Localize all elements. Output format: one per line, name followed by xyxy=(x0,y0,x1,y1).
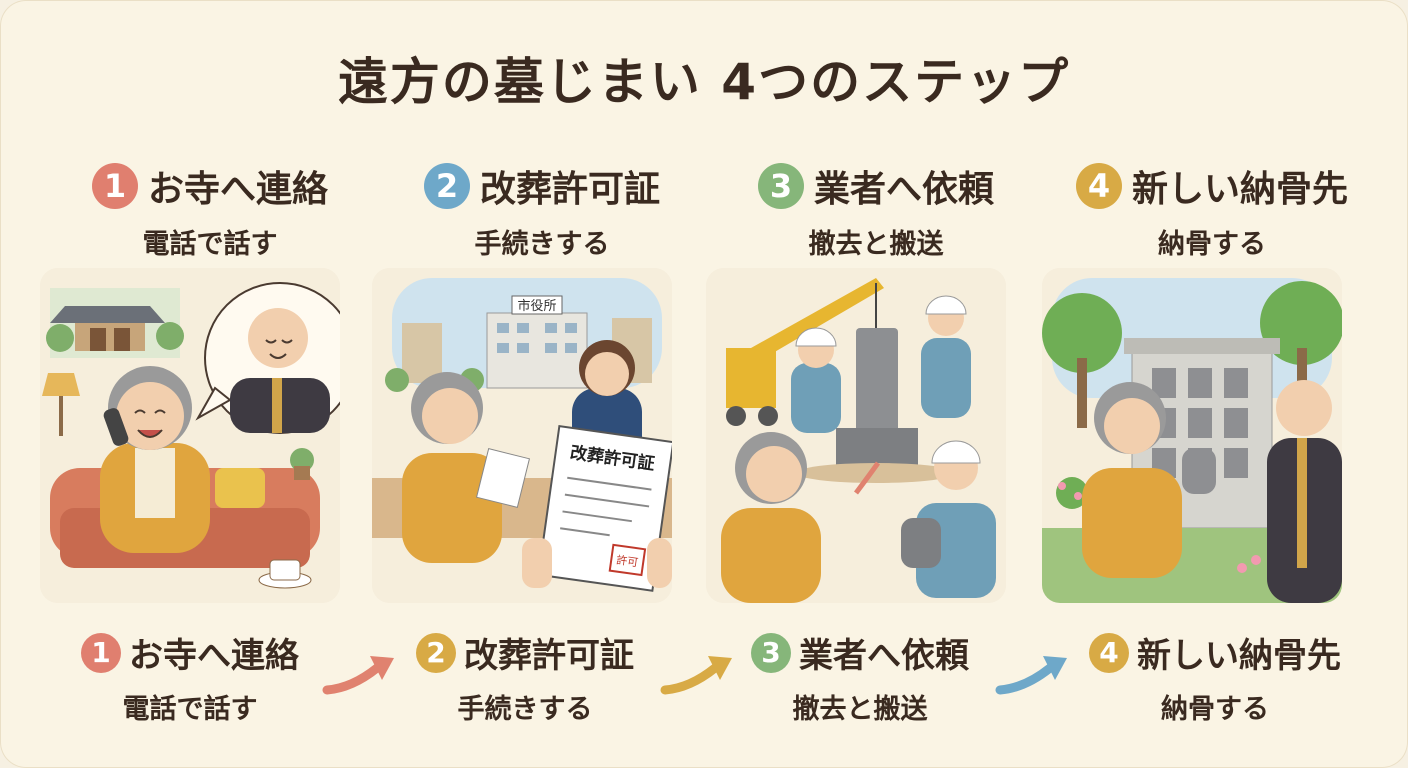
step-subtitle: 納骨する xyxy=(1158,229,1266,260)
helmet-icon xyxy=(931,440,981,464)
footer-step-4: 4 新しい納骨先 納骨する xyxy=(1065,628,1365,726)
worker-body xyxy=(921,338,971,418)
helmet-icon xyxy=(795,327,837,347)
grandma-face xyxy=(422,388,478,444)
illustration-phone-call xyxy=(40,268,340,603)
cushion xyxy=(215,468,265,508)
step-number-badge: 1 xyxy=(81,632,121,673)
step-subtitle: 手続きする xyxy=(474,229,610,260)
arrow-right-icon xyxy=(660,656,732,695)
illustration-city-hall: 市役所 改葬許可証 xyxy=(372,268,672,603)
grandma-face xyxy=(746,446,802,502)
step-number-badge: 1 xyxy=(91,163,138,209)
step-number-badge: 4 xyxy=(1089,632,1129,673)
step-number-badge: 4 xyxy=(1075,163,1122,209)
helmet-icon xyxy=(925,295,967,315)
step-title: 業者へ依頼 xyxy=(813,169,994,210)
worker-body xyxy=(791,363,841,433)
step-number-badge: 3 xyxy=(751,632,791,673)
illustration-grave-removal xyxy=(706,268,1006,603)
monk-head xyxy=(248,308,308,368)
grandma-body xyxy=(402,453,502,563)
step-header-3: 3 業者へ依頼 撤去と搬送 xyxy=(706,160,1046,261)
step-header-1: 1 お寺へ連絡 電話で話す xyxy=(40,160,380,261)
stamp-text: 許可 xyxy=(615,553,639,569)
step-subtitle: 電話で話す xyxy=(142,229,278,260)
monk-head xyxy=(1276,380,1332,436)
footer-step-1: 1 お寺へ連絡 電話で話す xyxy=(40,628,340,726)
footer-step-2: 2 改葬許可証 手続きする xyxy=(375,628,675,726)
step-title: 改葬許可証 xyxy=(479,169,660,210)
step-title: 業者へ依頼 xyxy=(799,636,969,676)
step-title: お寺へ連絡 xyxy=(129,636,299,676)
temple-roof xyxy=(50,306,165,323)
step-title: 改葬許可証 xyxy=(464,636,634,676)
step-subtitle: 手続きする xyxy=(457,694,593,725)
grandma-face xyxy=(1104,398,1160,454)
step-subtitle: 納骨する xyxy=(1161,694,1269,725)
flower-icon xyxy=(1237,563,1247,573)
crane xyxy=(726,348,776,408)
step-number-badge: 2 xyxy=(416,632,456,673)
city-hall-sign: 市役所 xyxy=(517,298,556,314)
urn-icon xyxy=(901,518,941,568)
grandma-face xyxy=(116,382,184,450)
step-header-4: 4 新しい納骨先 納骨する xyxy=(1042,160,1382,261)
phone-icon xyxy=(103,408,129,446)
urn-icon xyxy=(1182,448,1216,494)
arrow-right-icon xyxy=(995,656,1067,695)
grandma-body xyxy=(721,508,821,603)
gravestone xyxy=(856,328,898,438)
step-title: 新しい納骨先 xyxy=(1137,636,1341,676)
grandma-body xyxy=(1082,468,1182,578)
step-number-badge: 2 xyxy=(423,163,470,209)
step-subtitle: 撤去と搬送 xyxy=(808,229,944,260)
coffee-cup-icon xyxy=(269,559,301,581)
page-title: 遠方の墓じまい 4つのステップ xyxy=(337,53,1071,111)
step-number-badge: 3 xyxy=(757,163,804,209)
step-header-2: 2 改葬許可証 手続きする xyxy=(372,160,712,261)
step-subtitle: 撤去と搬送 xyxy=(792,694,928,725)
stamp xyxy=(608,543,647,577)
clerk-face xyxy=(585,352,629,396)
illustration-columbarium xyxy=(1042,268,1342,603)
step-subtitle: 電話で話す xyxy=(122,694,258,725)
certificate-document: 改葬許可証 許可 xyxy=(537,425,672,592)
step-title: 新しい納骨先 xyxy=(1131,169,1348,210)
step-title: お寺へ連絡 xyxy=(147,169,328,210)
arrow-right-icon xyxy=(322,656,394,695)
footer-step-3: 3 業者へ依頼 撤去と搬送 xyxy=(710,628,1010,726)
